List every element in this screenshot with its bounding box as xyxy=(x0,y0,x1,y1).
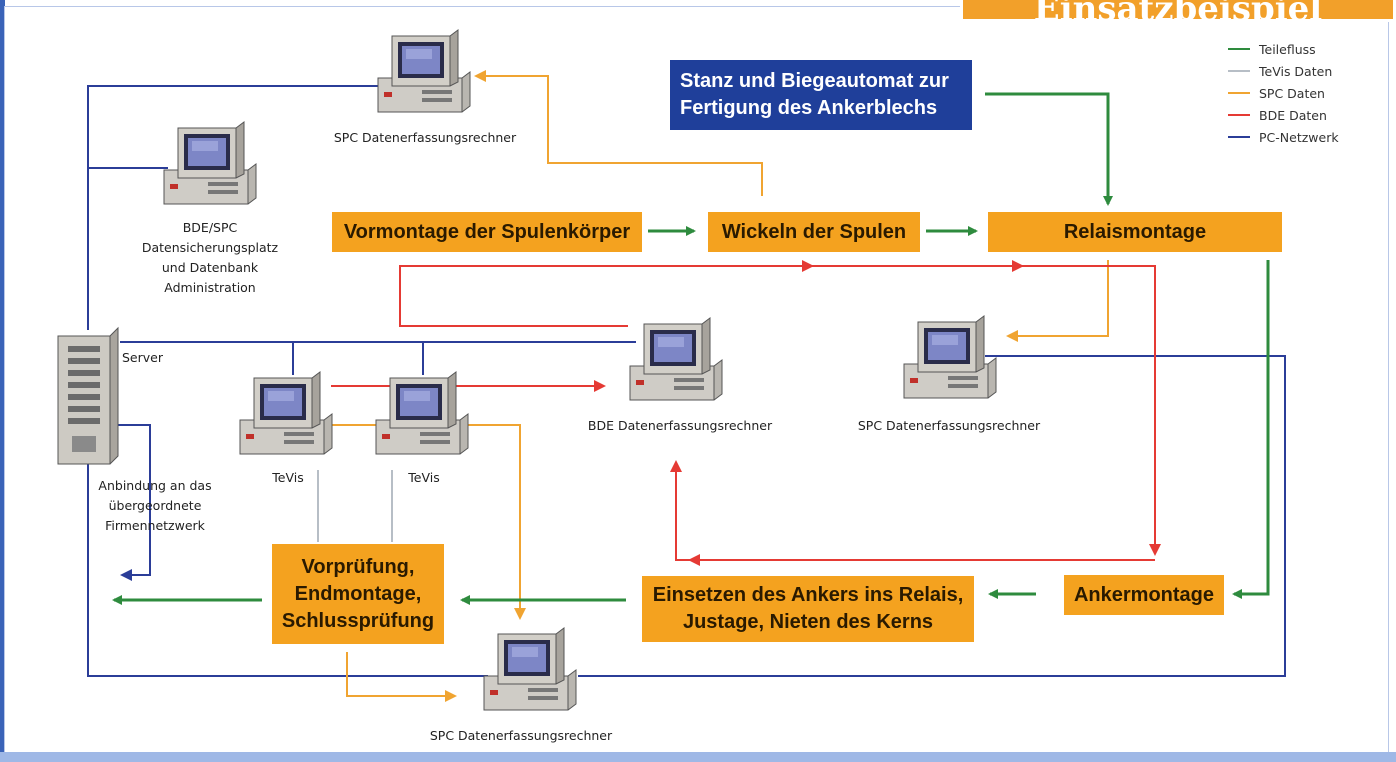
spc-data-lines xyxy=(331,70,1109,702)
legend-label: BDE Daten xyxy=(1259,107,1327,123)
label-spc-bottom: SPC Datenerfassungsrechner xyxy=(429,728,613,743)
computer-icon-bde-spc xyxy=(163,121,257,205)
bottom-accent-bar xyxy=(0,752,1396,762)
computer-icon-bde xyxy=(629,317,723,401)
legend-item-teilefluss: Teilefluss xyxy=(1228,38,1368,60)
label-tevis-2: TeVis xyxy=(408,470,440,485)
flow-stanz-relais xyxy=(985,92,1113,206)
legend-item-netzwerk: PC-Netzwerk xyxy=(1228,126,1368,148)
network-line-anbindung xyxy=(118,424,151,581)
flow-relais-anker xyxy=(1232,260,1270,599)
process-einsetzen: Einsetzen des Ankers ins Relais, Justage… xyxy=(642,576,974,642)
bde-line-return xyxy=(670,460,1155,561)
spc-line-pruefung-bottom xyxy=(346,652,457,702)
bde-data-lines xyxy=(331,260,1161,566)
process-stanz: Stanz und Biegeautomat zur Fertigung des… xyxy=(670,60,972,130)
legend-item-tevis: TeVis Daten xyxy=(1228,60,1368,82)
network-line-spc-right xyxy=(578,355,1286,677)
legend-swatch xyxy=(1228,92,1250,94)
process-vorpruefung: Vorprüfung, Endmontage, Schlussprüfung xyxy=(272,544,444,644)
legend-item-bde: BDE Daten xyxy=(1228,104,1368,126)
spc-line-wickeln-top xyxy=(474,70,763,196)
process-vormontage: Vormontage der Spulenkörper xyxy=(332,212,642,252)
left-accent-bar xyxy=(0,0,5,762)
computer-icon-tevis-1 xyxy=(239,371,333,455)
parts-flow-lines xyxy=(112,92,1270,605)
process-wickeln: Wickeln der Spulen xyxy=(708,212,920,252)
process-relaismontage: Relaismontage xyxy=(988,212,1282,252)
legend-label: TeVis Daten xyxy=(1259,63,1333,79)
computers xyxy=(57,29,997,711)
label-tevis-1: TeVis xyxy=(272,470,304,485)
legend-label: Teilefluss xyxy=(1259,41,1316,57)
server-icon xyxy=(57,326,119,465)
legend-swatch xyxy=(1228,114,1250,116)
legend-label: PC-Netzwerk xyxy=(1259,129,1339,145)
label-anbindung: Anbindung an das übergeordnete Firmennet… xyxy=(98,478,212,533)
pc-network-lines xyxy=(87,85,1286,677)
computer-icon-tevis-2 xyxy=(375,371,469,455)
label-spc-right: SPC Datenerfassungsrechner xyxy=(857,418,1041,433)
legend-swatch xyxy=(1228,70,1250,72)
legend-swatch xyxy=(1228,136,1250,138)
legend-label: SPC Daten xyxy=(1259,85,1325,101)
computer-icon-spc-right xyxy=(903,315,997,399)
network-line-bottom xyxy=(87,460,488,677)
legend-item-spc: SPC Daten xyxy=(1228,82,1368,104)
bde-line-upper xyxy=(399,265,1161,556)
label-bde-spc: BDE/SPC Datensicherungsplatz und Datenba… xyxy=(141,220,279,295)
computer-icon-spc-bottom xyxy=(483,627,577,711)
label-spc-top: SPC Datenerfassungsrechner xyxy=(333,130,517,145)
label-bde: BDE Datenerfassungsrechner xyxy=(587,418,773,433)
spc-line-relais-right xyxy=(1006,260,1109,342)
label-server: Server xyxy=(122,350,163,365)
page-title: Einsatzbeispiel xyxy=(960,0,1396,22)
network-line-top xyxy=(87,85,380,330)
legend: Teilefluss TeVis Daten SPC Daten BDE Dat… xyxy=(1228,38,1368,148)
legend-swatch xyxy=(1228,48,1250,50)
process-ankermontage: Ankermontage xyxy=(1064,575,1224,615)
tevis-data-lines xyxy=(317,470,393,542)
computer-icon-spc-top xyxy=(377,29,471,113)
